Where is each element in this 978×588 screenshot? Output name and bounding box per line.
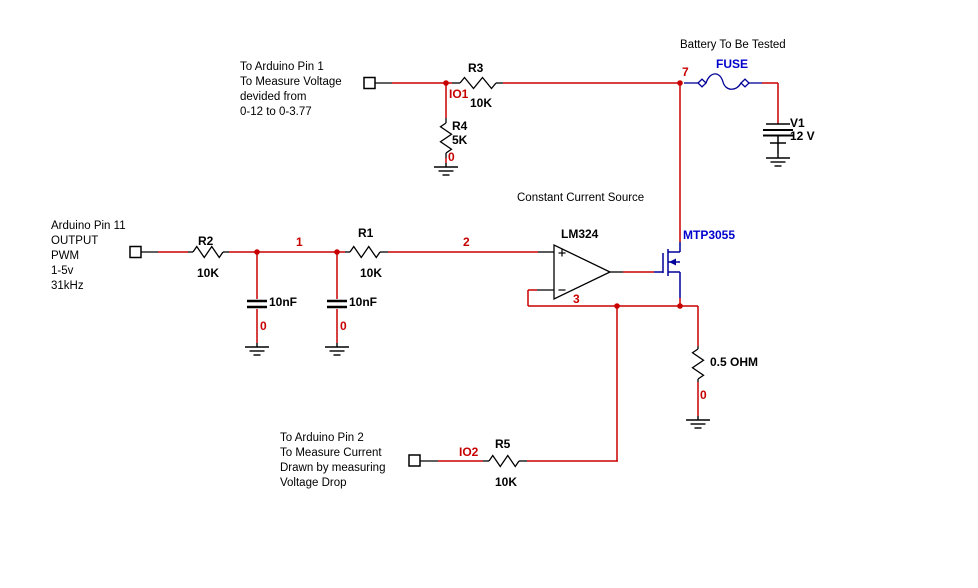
note-line: PWM xyxy=(51,250,80,262)
v1-ref-label: V1 xyxy=(790,116,805,130)
c2-value-label: 10nF xyxy=(349,295,378,309)
note-line: To Measure Current xyxy=(280,447,382,459)
battery-title: Battery To Be Tested xyxy=(680,39,786,51)
ground-symbol-rsense xyxy=(686,416,710,429)
resistor-r4-symbol xyxy=(439,122,453,154)
resistor-r3-symbol xyxy=(459,76,497,90)
resistor-r2-symbol xyxy=(192,245,224,259)
note-line: To Arduino Pin 1 xyxy=(240,61,324,73)
note-line: To Measure Voltage xyxy=(240,76,342,88)
net-label-7: 7 xyxy=(682,65,689,79)
gnd-label-c2: 0 xyxy=(340,319,347,333)
net-label-3: 3 xyxy=(573,292,580,306)
ground-symbol-r4 xyxy=(434,163,458,176)
capacitor-c2-symbol xyxy=(327,299,347,309)
note-line: Voltage Drop xyxy=(280,477,347,489)
net-label-1: 1 xyxy=(296,235,303,249)
battery-v1-symbol xyxy=(763,123,793,154)
r5-value-label: 10K xyxy=(495,475,518,489)
opamp-symbol xyxy=(553,243,612,301)
note-line: Arduino Pin 11 xyxy=(51,220,126,232)
r1-value-label: 10K xyxy=(360,266,383,280)
note-line: 31kHz xyxy=(51,280,84,292)
net-label-io1: IO1 xyxy=(449,87,469,101)
mosfet-symbol xyxy=(654,242,681,298)
junction-dots xyxy=(254,80,683,309)
wires-red xyxy=(158,82,779,462)
r1-ref-label: R1 xyxy=(358,226,374,240)
note-line: 0-12 to 0-3.77 xyxy=(240,106,312,118)
resistor-rsense-symbol xyxy=(691,348,705,380)
terminal-pin-current-sense xyxy=(408,454,421,467)
capacitor-c1-symbol xyxy=(247,299,267,309)
r3-value-label: 10K xyxy=(470,96,493,110)
terminal-pin-pwm-input xyxy=(129,245,142,259)
c1-value-label: 10nF xyxy=(269,295,298,309)
net-label-io2: IO2 xyxy=(459,445,479,459)
wires-black xyxy=(141,82,699,462)
ground-symbol-battery xyxy=(766,154,790,167)
r3-ref-label: R3 xyxy=(468,61,484,75)
note-arduino-pin2: To Arduino Pin 2 To Measure Current Draw… xyxy=(280,431,385,491)
resistor-r5-symbol xyxy=(488,454,520,468)
fuse-label: FUSE xyxy=(716,57,749,71)
r4-ref-label: R4 xyxy=(452,119,468,133)
opamp-label: LM324 xyxy=(561,227,599,241)
gnd-label-rsense: 0 xyxy=(700,388,707,402)
gnd-label-c1: 0 xyxy=(260,319,267,333)
note-arduino-pin1: To Arduino Pin 1 To Measure Voltage devi… xyxy=(240,60,342,120)
gnd-label-r4: 0 xyxy=(448,150,455,164)
mosfet-label: MTP3055 xyxy=(683,228,736,242)
fuse-symbol xyxy=(684,73,762,90)
note-line: 1-5v xyxy=(51,265,74,277)
ground-symbol-c1 xyxy=(245,343,269,356)
ground-symbol-c2 xyxy=(325,343,349,356)
net-label-2: 2 xyxy=(463,235,470,249)
resistor-r1-symbol xyxy=(349,245,381,259)
terminal-pin-voltage-sense xyxy=(363,76,376,90)
note-line: Drawn by measuring xyxy=(280,462,386,474)
note-line: OUTPUT xyxy=(51,235,99,247)
note-arduino-pin11: Arduino Pin 11 OUTPUT PWM 1-5v 31kHz xyxy=(51,219,126,294)
rsense-value-label: 0.5 OHM xyxy=(710,355,759,369)
r2-ref-label: R2 xyxy=(198,234,214,248)
v1-value-label: 12 V xyxy=(790,129,815,143)
r2-value-label: 10K xyxy=(197,266,220,280)
r5-ref-label: R5 xyxy=(495,437,511,451)
note-line: To Arduino Pin 2 xyxy=(280,432,364,444)
constant-current-source-title: Constant Current Source xyxy=(517,192,645,204)
note-line: devided from xyxy=(240,91,307,103)
r4-value-label: 5K xyxy=(452,133,468,147)
